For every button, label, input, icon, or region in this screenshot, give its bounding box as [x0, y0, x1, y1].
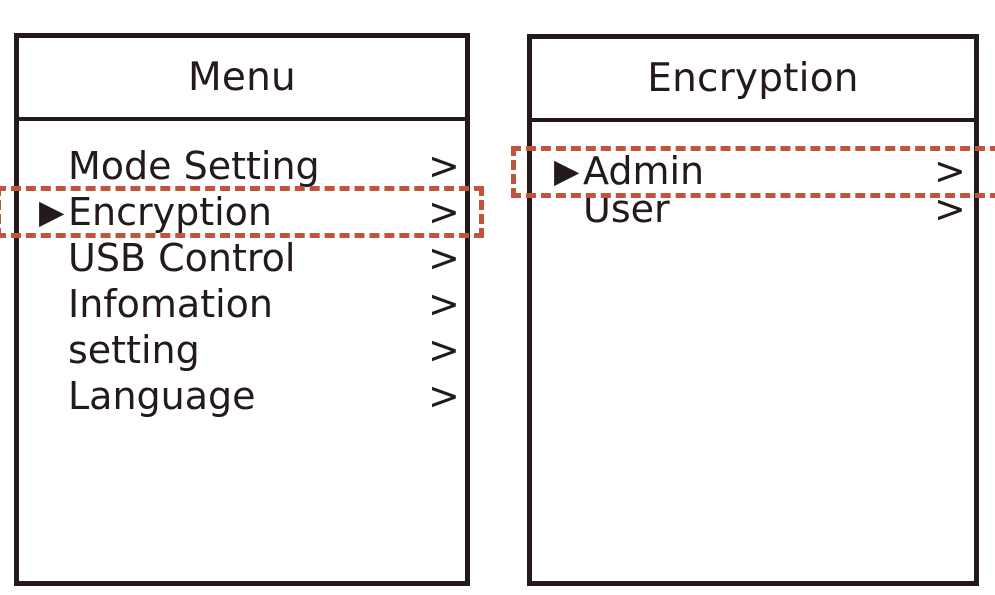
menu-item-label: Mode Setting [68, 144, 320, 188]
menu-item-label: setting [68, 328, 200, 372]
chevron-right-icon: > [428, 328, 460, 372]
chevron-right-icon: > [934, 149, 966, 193]
menu-item-setting[interactable]: setting > [19, 328, 465, 374]
encryption-panel-title: Encryption [647, 56, 859, 101]
chevron-right-icon: > [428, 144, 460, 188]
encryption-item-label: User [583, 187, 670, 231]
menu-item-mode-setting[interactable]: Mode Setting > [19, 144, 465, 190]
menu-item-language[interactable]: Language > [19, 374, 465, 420]
encryption-title-divider [532, 118, 974, 122]
menu-title-divider [19, 117, 465, 121]
chevron-right-icon: > [428, 190, 460, 234]
chevron-right-icon: > [934, 187, 966, 231]
menu-panel-body: Mode Setting > ▶ Encryption > USB Contro… [19, 121, 465, 581]
menu-item-encryption[interactable]: ▶ Encryption > [19, 190, 465, 236]
encryption-panel-body: ▶ Admin > User > [532, 122, 974, 581]
selection-arrow-icon: ▶ [39, 192, 65, 231]
chevron-right-icon: > [428, 282, 460, 326]
menu-panel: Menu Mode Setting > ▶ Encryption > USB C… [14, 33, 470, 586]
menu-item-label: USB Control [68, 236, 296, 280]
menu-item-label: Encryption [68, 190, 273, 234]
menu-item-infomation[interactable]: Infomation > [19, 282, 465, 328]
encryption-panel: Encryption ▶ Admin > User > [527, 34, 979, 586]
menu-panel-title: Menu [188, 55, 296, 100]
selection-arrow-icon: ▶ [554, 151, 580, 190]
chevron-right-icon: > [428, 374, 460, 418]
encryption-item-admin[interactable]: ▶ Admin > [532, 150, 974, 194]
encryption-item-label: Admin [583, 149, 705, 193]
menu-item-label: Language [68, 374, 256, 418]
menu-item-usb-control[interactable]: USB Control > [19, 236, 465, 282]
menu-item-label: Infomation [68, 282, 274, 326]
encryption-item-user[interactable]: User > [532, 188, 974, 232]
chevron-right-icon: > [428, 236, 460, 280]
